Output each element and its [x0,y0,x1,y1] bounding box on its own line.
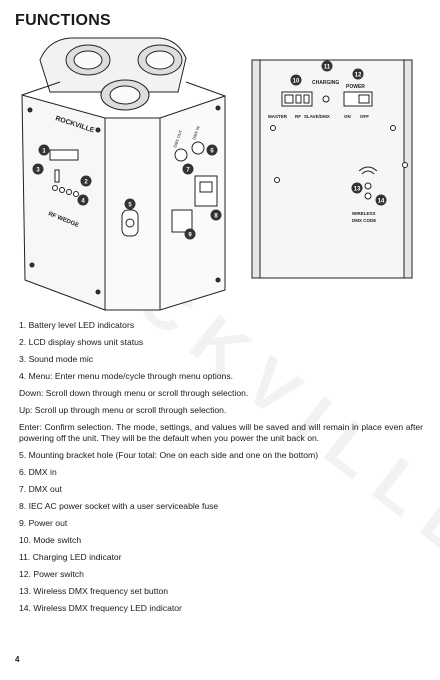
list-item: 2. LCD display shows unit status [19,337,144,347]
list-item: 7. DMX out [19,484,62,494]
menu-sub-enter: Enter: Confirm selection. The mode, sett… [19,422,423,443]
callout-9: 9 [188,233,192,239]
callouts: 1 2 3 4 5 6 7 8 9 10 11 12 13 14 [32,60,387,240]
callout-8: 8 [214,214,218,220]
callout-3: 3 [36,168,40,174]
callout-4: 4 [81,199,85,205]
list-item: 8. IEC AC power socket with a user servi… [19,501,219,511]
charging-label: CHARGING [312,80,339,86]
product-diagram: ROCKVILLE RF WEDGE DMX OUT DMX IN CHARGI… [21,37,413,311]
list-item: 4. Menu: Enter menu mode/cycle through m… [19,371,234,381]
menu-sub-up: Up: Scroll up through menu or scroll thr… [19,405,227,415]
callout-13: 13 [354,187,361,193]
list-item: 12. Power switch [19,569,84,579]
wireless-label: WIRELESS [352,211,376,216]
callout-5: 5 [128,203,132,209]
list-item: 13. Wireless DMX frequency set button [19,586,169,596]
callout-11: 11 [324,65,331,71]
callout-12: 12 [355,73,362,79]
callout-10: 10 [293,79,300,85]
menu-sub-down: Down: Scroll down through menu or scroll… [19,388,249,398]
list-item: 11. Charging LED indicator [19,552,122,562]
list-item: 3. Sound mode mic [19,354,94,364]
slave-dmx-label: SLAVE/DMX [304,114,330,119]
functions-list: 1. Battery level LED indicators 2. LCD d… [19,320,423,620]
power-label: POWER [346,84,365,90]
wedge-unit-left [21,37,226,311]
list-item: 9. Power out [19,518,68,528]
callout-7: 7 [186,168,190,174]
dmx-code-label: DMX CODE [352,218,376,223]
list-item: 6. DMX in [19,467,57,477]
callout-6: 6 [210,149,214,155]
wedge-unit-right [251,59,413,279]
off-label: OFF [360,114,369,119]
page-number: 4 [15,655,20,664]
dmx-in-label: DMX IN [191,125,201,140]
page-title: FUNCTIONS [15,12,112,29]
list-item: 1. Battery level LED indicators [19,320,135,330]
callout-14: 14 [378,199,385,205]
callout-2: 2 [84,180,88,186]
rf-label: RF [295,114,301,119]
callout-1: 1 [42,149,46,155]
on-label: ON [344,114,351,119]
dmx-out-label: DMX OUT [172,129,183,149]
list-item: 14. Wireless DMX frequency LED indicator [19,603,182,613]
list-item: 5. Mounting bracket hole (Four total: On… [19,450,319,460]
master-label: MASTER [268,114,288,119]
list-item: 10. Mode switch [19,535,82,545]
